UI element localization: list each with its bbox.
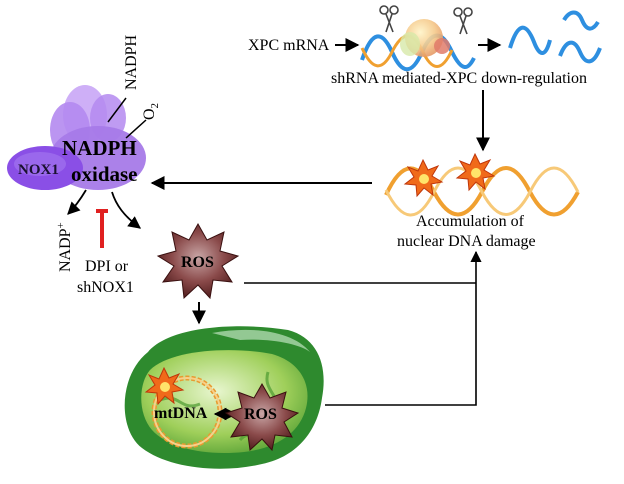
ros-mito-label: ROS [244,406,277,423]
nadph-input-label: NADPH [123,34,140,90]
cytosolic-ros-group: ROS [156,222,240,300]
damage-burst-icon [144,366,185,406]
nuclear-dna-damage-group: Accumulation of nuclear DNA damage [384,152,580,250]
o2-input-line [125,119,147,139]
risc-complex-icon [360,19,476,72]
xpc-knockdown-group: XPC mRNA shRNA media [248,5,602,87]
accumulation-label-line1: Accumulation of [416,213,525,230]
inhibition-bar-icon [96,209,108,248]
ros-starburst-icon [224,382,300,452]
scissors-icon [379,5,399,33]
ros-cytosolic-label: ROS [181,254,214,271]
nox-enzyme-shape [7,85,146,190]
nadph-oxidase-group: NOX1 NADPH oxidase NADPH O2 NADP+ DPI or… [7,34,161,296]
mtdna-label: mtDNA [154,405,208,422]
nadph-input-line [107,97,127,123]
cleaved-mrna-fragments [508,10,602,64]
nadph-oxidase-label-line1: NADPH [62,136,137,160]
nadph-oxidase-label-line2: oxidase [71,162,138,186]
xpc-mrna-label: XPC mRNA [248,37,330,54]
ros-starburst-icon [156,222,240,300]
accumulation-label-line2: nuclear DNA damage [397,233,536,250]
damage-burst-icon [455,152,496,192]
mito-outer-highlight [212,329,310,352]
scissors-icon [453,7,473,35]
nadp-output-arrow [67,189,87,215]
o2-input-label: O2 [141,103,161,120]
mitochondrion-icon [124,326,324,469]
damage-burst-icon [403,158,444,198]
inhibitor-label-line1: DPI or [85,258,129,275]
inhibitor-label-line2: shNOX1 [77,279,134,296]
mito-to-nuclear-connector [325,250,482,406]
nox1-label: NOX1 [18,162,59,178]
mitochondrial-ros-group: ROS [224,382,300,452]
ros-output-arrow [111,191,142,229]
nadp-output-label: NADP+ [55,222,74,272]
shrna-label: shRNA mediated-XPC down-regulation [331,70,587,87]
